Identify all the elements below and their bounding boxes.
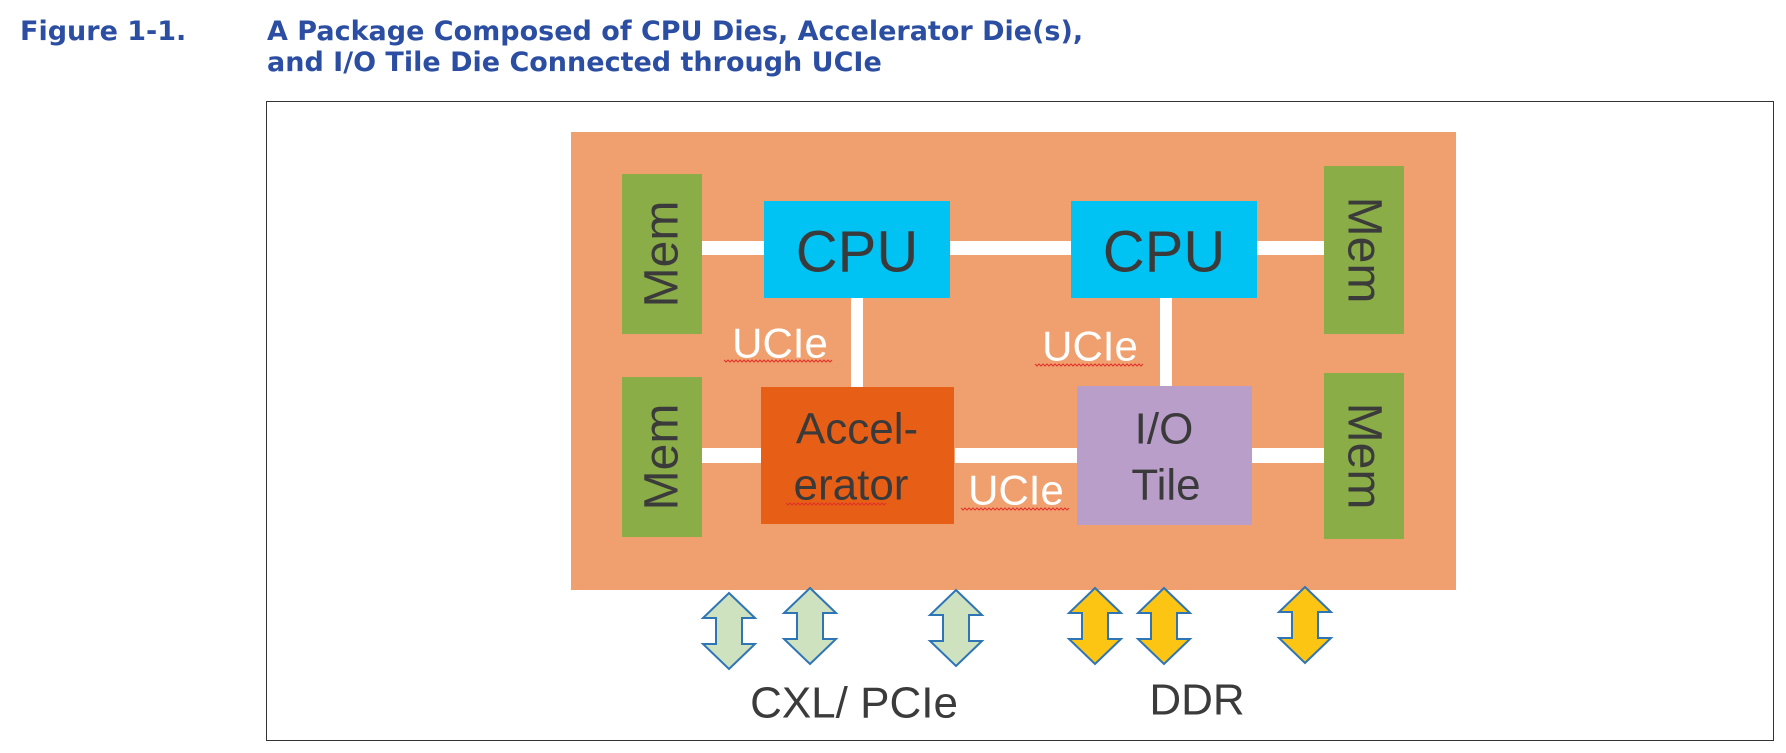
accelerator-label-line-1: Accel-	[796, 405, 918, 454]
ddr-arrow-3	[1276, 585, 1334, 665]
mem-label-bottom-right: Mem	[1338, 403, 1391, 510]
link-mem-tl-cpu-left	[701, 241, 765, 255]
link-accel-io	[955, 448, 1078, 463]
link-cpu-left-cpu-right	[950, 241, 1072, 255]
cxl-pcie-label: CXL/ PCIe	[750, 679, 958, 728]
interconnect-links	[695, 241, 1326, 463]
cpu-label-right: CPU	[1103, 220, 1225, 285]
figure-title-line-1: A Package Composed of CPU Dies, Accelera…	[267, 16, 1084, 47]
mem-label-top-right: Mem	[1338, 197, 1391, 304]
ucie-label-left: UCIe	[732, 320, 828, 367]
accelerator-label-line-2: erator	[794, 461, 909, 510]
link-cpu-right-mem-tr	[1256, 241, 1326, 255]
link-cpu-right-io	[1160, 297, 1172, 387]
ddr-arrows	[1066, 585, 1334, 666]
ucie-label-right: UCIe	[1042, 323, 1138, 370]
mem-label-bottom-left: Mem	[636, 404, 689, 511]
link-cpu-left-accel	[851, 297, 863, 387]
link-io-mem-br	[1252, 448, 1326, 463]
cpu-block-right	[1071, 201, 1257, 298]
ddr-arrow-2	[1135, 586, 1193, 666]
mem-block-top-left	[622, 174, 702, 334]
cpu-block-left	[764, 201, 950, 298]
figure-title: A Package Composed of CPU Dies, Accelera…	[267, 16, 1267, 78]
spellcheck-underlines	[723, 359, 1144, 511]
io-tile-label-line-1: I/O	[1135, 405, 1194, 454]
figure-number: Figure 1-1.	[20, 16, 187, 47]
figure-frame	[266, 101, 1774, 741]
cxl-pcie-arrows	[700, 586, 985, 671]
cxl-arrow-3	[927, 588, 985, 668]
link-mem-bl-accel	[695, 448, 762, 463]
cxl-arrow-2	[781, 586, 839, 666]
cxl-arrow-1	[700, 591, 758, 671]
accelerator-block	[761, 387, 954, 524]
package-substrate	[571, 132, 1456, 590]
mem-block-bottom-right	[1324, 373, 1404, 539]
cpu-label-left: CPU	[796, 220, 918, 285]
io-tile-label-line-2: Tile	[1131, 461, 1200, 510]
io-tile-block	[1077, 386, 1252, 525]
ucie-label-bottom: UCIe	[968, 467, 1064, 514]
mem-label-top-left: Mem	[636, 201, 689, 308]
mem-block-bottom-left	[622, 377, 702, 537]
ddr-arrow-1	[1066, 586, 1124, 666]
figure-title-line-2: and I/O Tile Die Connected through UCIe	[267, 47, 882, 78]
ddr-label: DDR	[1149, 676, 1244, 725]
mem-block-top-right	[1324, 166, 1404, 334]
